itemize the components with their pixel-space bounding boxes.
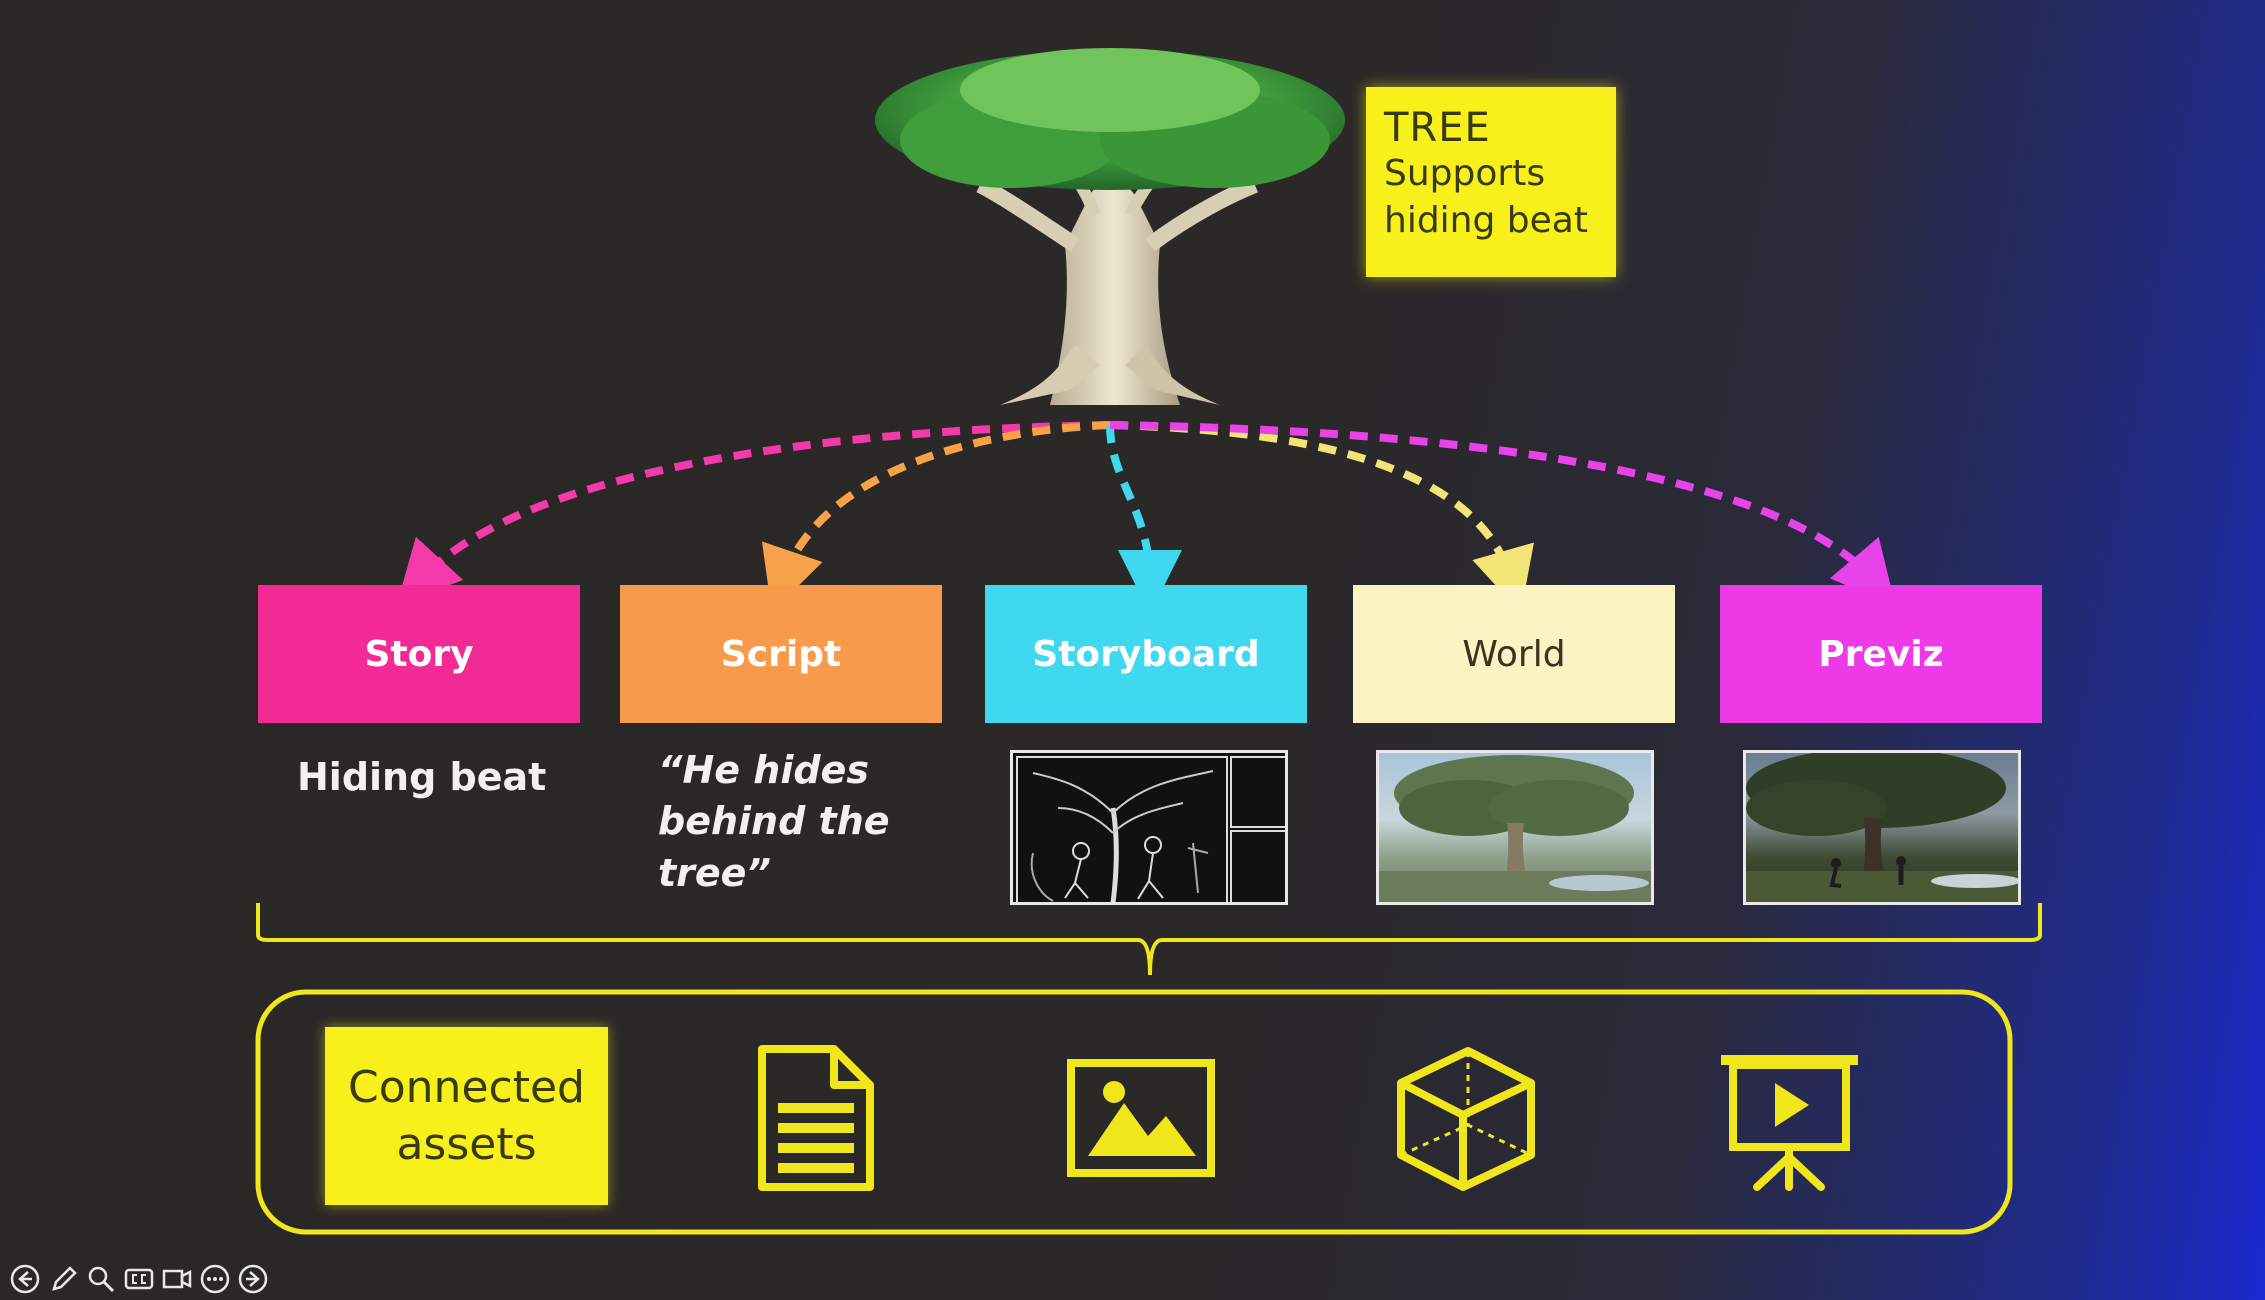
script-caption-line1: “He hides: [658, 748, 869, 792]
script-caption: “He hides behind the tree”: [658, 745, 890, 899]
tree-note-line1: Supports: [1384, 153, 1546, 194]
category-script-label: Script: [720, 633, 842, 675]
story-caption: Hiding beat: [297, 755, 547, 799]
tree-note-line2: hiding beat: [1384, 199, 1588, 241]
tree-note-title: TREE: [1384, 105, 1491, 151]
category-storyboard[interactable]: Storyboard: [985, 585, 1307, 723]
arrow-to-storyboard: [1106, 424, 1182, 614]
script-caption-line3: tree”: [658, 850, 771, 895]
tree-illustration: [875, 48, 1345, 405]
cube-icon[interactable]: [1393, 1043, 1538, 1193]
camera-icon[interactable]: [160, 1262, 194, 1296]
more-icon[interactable]: [198, 1262, 232, 1296]
image-icon[interactable]: [1066, 1058, 1216, 1178]
connected-assets-label: Connected assets: [325, 1027, 608, 1205]
presentation-icon[interactable]: [1717, 1047, 1862, 1192]
category-storyboard-label: Storyboard: [1032, 633, 1260, 675]
connected-assets-line1: Connected: [348, 1061, 585, 1113]
script-caption-line2: behind the: [658, 799, 890, 844]
document-icon[interactable]: [756, 1043, 876, 1193]
arrow-to-script: [762, 421, 1111, 613]
connected-assets-line2: assets: [396, 1119, 537, 1170]
arrow-to-world: [1109, 421, 1534, 613]
storyboard-sketch-thumbnail: [1010, 750, 1288, 905]
category-world-label: World: [1462, 633, 1566, 675]
grouping-brace: [256, 903, 2042, 976]
previz-render-thumbnail: [1743, 750, 2021, 905]
captions-icon[interactable]: [122, 1262, 156, 1296]
arrow-to-previz: [1109, 421, 1896, 607]
category-story[interactable]: Story: [258, 585, 580, 723]
category-previz-label: Previz: [1818, 633, 1944, 675]
pen-icon[interactable]: [46, 1262, 80, 1296]
category-story-label: Story: [364, 633, 474, 675]
back-icon[interactable]: [8, 1262, 42, 1296]
slideshow-toolbar: [8, 1262, 270, 1296]
forward-icon[interactable]: [236, 1262, 270, 1296]
zoom-icon[interactable]: [84, 1262, 118, 1296]
category-previz[interactable]: Previz: [1720, 585, 2042, 723]
category-world[interactable]: World: [1353, 585, 1675, 723]
category-script[interactable]: Script: [620, 585, 942, 723]
arrow-to-story: [396, 421, 1111, 606]
world-concept-thumbnail: [1376, 750, 1654, 905]
assets-panel: [255, 989, 2013, 1235]
tree-note: TREE Supports hiding beat: [1366, 87, 1616, 277]
